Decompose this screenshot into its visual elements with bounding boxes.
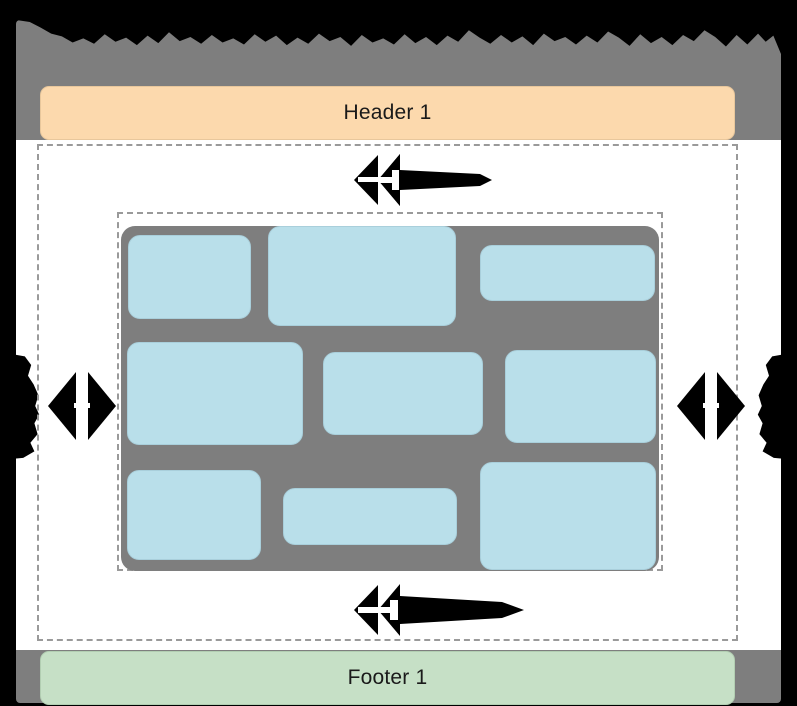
double-arrow-horizontal-icon [677,372,745,440]
grid-cell[interactable] [323,352,483,435]
grid-cell[interactable] [505,350,656,443]
resize-arrow-top[interactable] [352,152,492,208]
footer-label: Footer 1 [347,666,428,689]
resize-arrow-bottom[interactable] [352,582,527,638]
outer-dashed-boundary [37,144,738,641]
footer-bar[interactable]: Footer 1 [40,651,735,705]
grid-cell[interactable] [480,245,655,301]
header-bar[interactable]: Header 1 [40,86,735,140]
grid-cell[interactable] [283,488,457,545]
double-arrow-vertical-icon [354,584,524,636]
grid-cell[interactable] [480,462,656,570]
double-arrow-horizontal-icon [48,372,116,440]
resize-arrow-right[interactable] [675,368,747,444]
grid-cell[interactable] [127,342,303,445]
grid-cell[interactable] [268,226,456,326]
double-arrow-vertical-icon [354,154,492,206]
header-label: Header 1 [343,101,432,124]
grid-cell[interactable] [127,470,261,560]
resize-arrow-left[interactable] [46,368,118,444]
brick-grid [121,226,659,571]
grid-cell[interactable] [128,235,251,319]
